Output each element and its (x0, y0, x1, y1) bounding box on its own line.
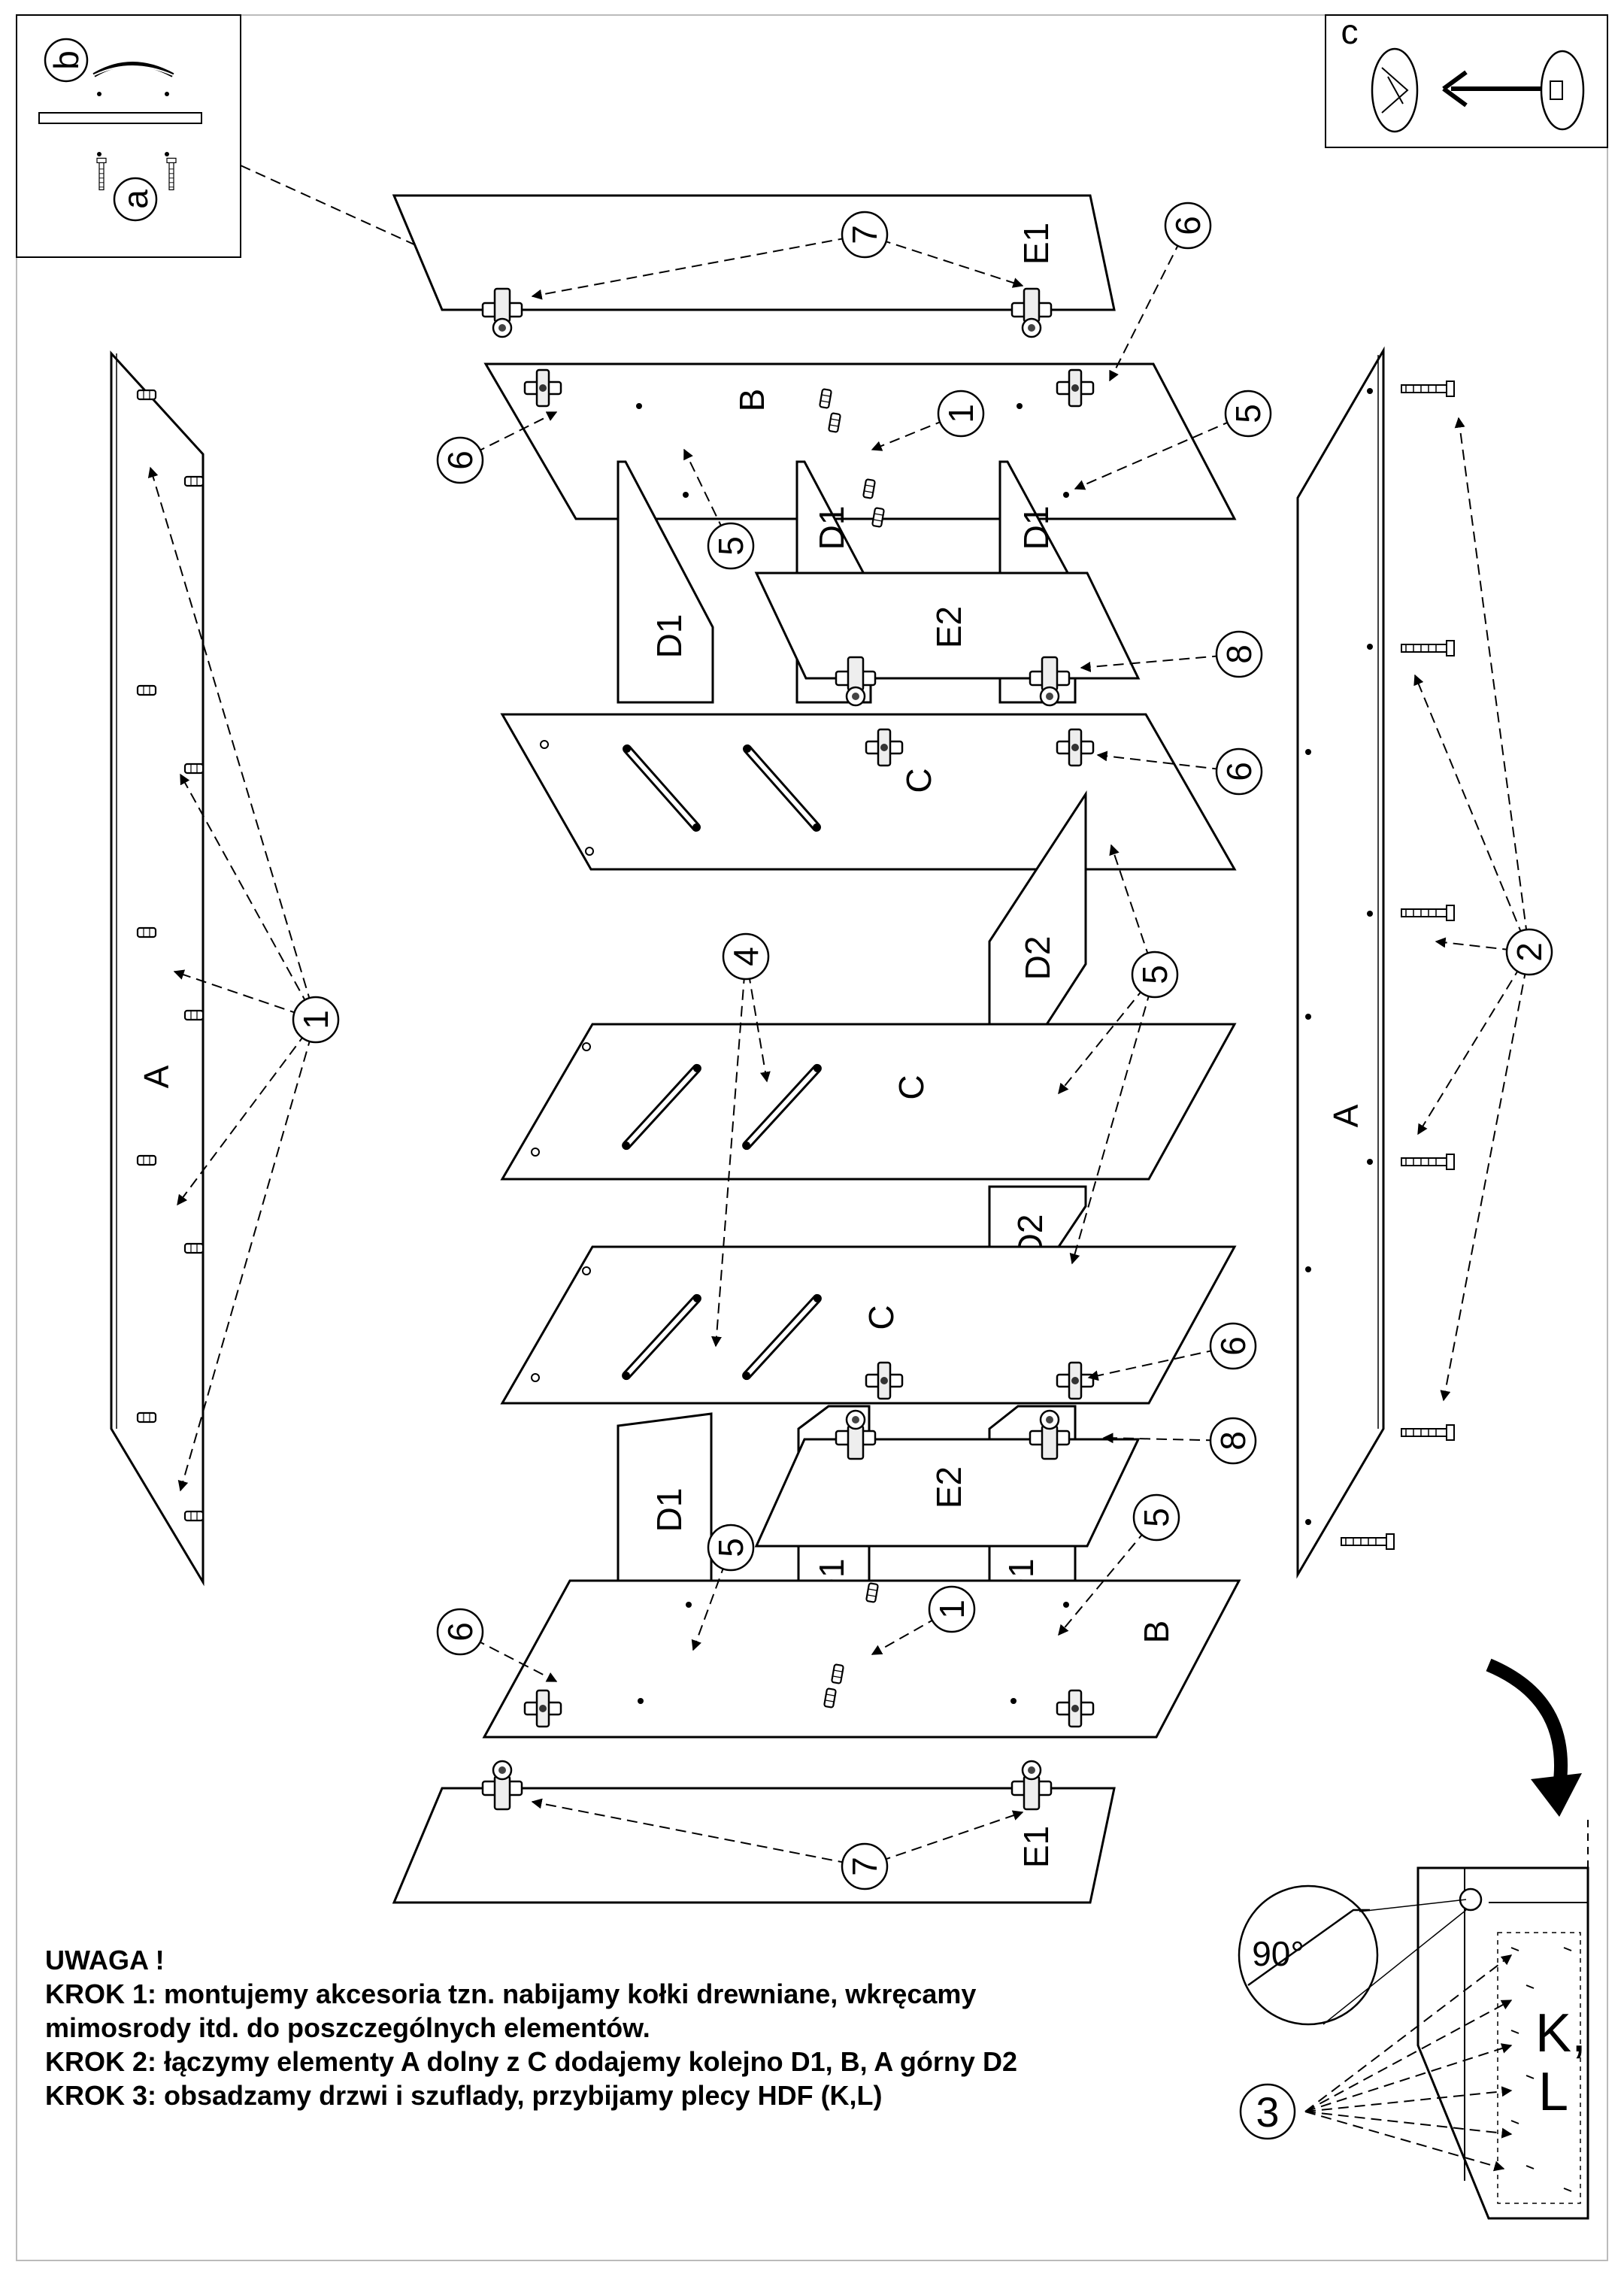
panel-KL-label-line2: L (1538, 2062, 1568, 2122)
callout-5-lower-right-label: 5 (1137, 1508, 1176, 1527)
callout-4-label: 4 (726, 947, 765, 966)
panel-E1-bottom-label: E1 (1017, 1826, 1056, 1868)
panel-C-upper-label: C (899, 768, 938, 793)
panel-A-right-label: A (1326, 1104, 1365, 1127)
panel-E1-top-label: E1 (1017, 223, 1056, 265)
panel-E2-upper: E2 (754, 572, 1141, 707)
assembly-notes: UWAGA ! KROK 1: montujemy akcesoria tzn.… (45, 1943, 1278, 2112)
callout-c-label: c (1341, 12, 1359, 51)
panel-A-right: A (1296, 346, 1385, 1579)
panel-D1-upper-right-label: D1 (1017, 506, 1056, 550)
panel-D1-upper-left-label: D1 (650, 614, 689, 659)
panel-E1-bottom: E1 (392, 1760, 1116, 1904)
callout-5-top: 5 (1224, 390, 1272, 438)
inset-handle-box: b a (16, 14, 241, 258)
callout-5-lower-right: 5 (1132, 1493, 1180, 1542)
callout-5-mid: 5 (1131, 951, 1179, 999)
callout-2: 2 (1505, 928, 1553, 976)
callout-7-top-label: 7 (845, 225, 884, 244)
callout-1-bottom: 1 (928, 1585, 976, 1633)
callout-b-label: b (47, 50, 86, 70)
callout-1-left: 1 (292, 996, 340, 1044)
callout-6-lowerright-label: 6 (1213, 1336, 1253, 1356)
callout-8-lower-label: 8 (1213, 1431, 1253, 1451)
callout-6-topright-label: 6 (1168, 216, 1207, 235)
panel-B-top-label: B (732, 389, 771, 412)
callout-6-bottomleft-label: 6 (441, 1622, 480, 1642)
callout-8-upper: 8 (1215, 630, 1263, 678)
note-step1-cont: mimosrody itd. do poszczególnych element… (45, 2012, 650, 2043)
callout-8-lower: 8 (1209, 1417, 1257, 1465)
panel-E2-upper-label: E2 (929, 606, 968, 648)
callout-5-lower-left: 5 (707, 1524, 755, 1572)
panel-D1-upper-left: D1 (617, 460, 714, 704)
note-step2: KROK 2: łączymy elementy A dolny z C dod… (45, 2046, 1017, 2077)
panel-D1-lower-left-label: D1 (650, 1488, 689, 1533)
panel-KL-label-line1: K, (1535, 2003, 1586, 2063)
callout-5-top-label: 5 (1229, 404, 1268, 423)
panel-E2-lower-label: E2 (929, 1466, 968, 1508)
note-step3: KROK 3: obsadzamy drzwi i szuflady, przy… (45, 2080, 883, 2111)
panel-B-bottom: B (482, 1579, 1241, 1739)
callout-7-top: 7 (841, 211, 889, 259)
callout-8-upper-label: 8 (1220, 644, 1259, 664)
panel-B-bottom-label: B (1137, 1621, 1176, 1644)
panel-D1-upper-mid-label: D1 (812, 506, 851, 550)
inset-cam-lock-box: c (1325, 12, 1608, 148)
callout-6-upperright-label: 6 (1220, 762, 1259, 781)
callout-6-left-label: 6 (441, 450, 480, 470)
note-step1: KROK 1: montujemy akcesoria tzn. nabijam… (45, 1978, 977, 2009)
callout-5-upper-left-label: 5 (711, 536, 750, 556)
callout-2-label: 2 (1510, 942, 1549, 962)
panel-C-middle: C (500, 1023, 1237, 1181)
panel-C-lower: C (500, 1245, 1237, 1405)
callout-5-mid-label: 5 (1135, 965, 1174, 984)
panel-B-top: B (483, 362, 1237, 520)
angle-label: 90° (1252, 1934, 1304, 1973)
callout-6-left: 6 (436, 436, 484, 484)
rotate-arrow-icon (1486, 1658, 1582, 1817)
callout-6-topright: 6 (1164, 202, 1212, 250)
callout-3-label: 3 (1256, 2088, 1279, 2136)
panel-E2-lower: E2 (754, 1409, 1141, 1548)
callout-1-top: 1 (937, 390, 985, 438)
panel-E1-top: E1 (392, 194, 1116, 338)
callout-b: b (44, 38, 89, 83)
callout-5-upper-left: 5 (707, 522, 755, 570)
callout-7-bottom-label: 7 (845, 1857, 884, 1876)
panel-A-left-label: A (137, 1065, 176, 1088)
panel-C-middle-label: C (892, 1075, 931, 1099)
callout-3: 3 (1239, 2083, 1296, 2140)
callout-1-top-label: 1 (941, 404, 980, 423)
callout-a-label: a (116, 190, 155, 209)
callout-6-bottomleft: 6 (436, 1608, 484, 1656)
callout-a: a (113, 177, 158, 222)
callout-1-bottom-label: 1 (932, 1599, 971, 1619)
panel-C-lower-label: C (862, 1305, 901, 1330)
panel-A-left: A (110, 350, 205, 1587)
note-title: UWAGA ! (45, 1945, 165, 1975)
callout-6-lowerright: 6 (1209, 1322, 1257, 1370)
back-panel-detail: 90° K, L 3 (1238, 1820, 1589, 2220)
callout-4: 4 (722, 932, 770, 981)
panel-C-upper: C (500, 713, 1237, 871)
callout-6-upperright: 6 (1215, 747, 1263, 796)
callout-7-bottom: 7 (841, 1842, 889, 1890)
page-frame (16, 14, 1608, 2261)
callout-5-lower-left-label: 5 (711, 1538, 750, 1557)
panel-D2-upper-label: D2 (1018, 936, 1057, 981)
callout-1-left-label: 1 (296, 1010, 335, 1029)
